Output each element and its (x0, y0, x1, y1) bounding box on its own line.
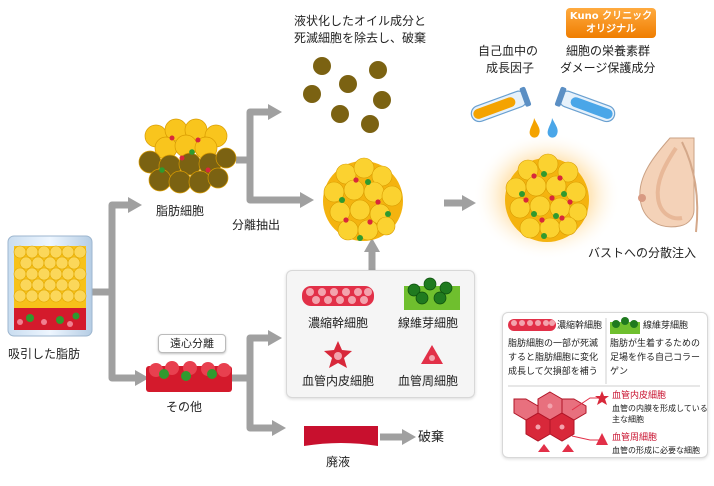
nutrient-tube (554, 86, 616, 123)
kuno-badge-line2: オリジナル (586, 24, 636, 35)
legend-stem-icon (508, 319, 556, 331)
nutrient-line1: 細胞の栄養素群 (566, 44, 651, 58)
box-fibroblast-label: 線維芽細胞 (398, 316, 459, 330)
legend-fibro-desc2: 足場を作る自己コラー (610, 353, 701, 363)
growth-factor-line1: 自己血中の (478, 44, 539, 58)
kuno-badge: Kuno クリニック オリジナル (566, 8, 656, 38)
legend-endo-icon (595, 391, 609, 405)
legend-peri-icon (596, 433, 608, 445)
box-stem-label: 濃縮幹細胞 (308, 316, 369, 330)
legend-stem-desc2: すると脂肪細胞に変化 (508, 353, 599, 363)
box-pericyte-label: 血管周細胞 (398, 374, 459, 388)
fat-cells-cluster (138, 118, 237, 194)
nutrient-line2: ダメージ保護成分 (560, 61, 656, 75)
legend-divider (508, 318, 700, 387)
oil-caption-line1: 液状化したオイル成分と (294, 14, 427, 28)
growth-factor-tube (470, 86, 532, 123)
breast-injection-label: バストへの分散注入 (588, 246, 697, 260)
legend-endo-desc2: 主な細胞 (612, 415, 644, 424)
extracted-cell-ball (323, 157, 403, 241)
legend-stem-desc3: 成長して欠損部を補う (508, 367, 598, 377)
oil-caption-line2: 死滅細胞を除去し、破棄 (294, 31, 427, 45)
legend-peri-title: 血管周細胞 (612, 433, 658, 443)
legend-peri-desc: 血管の形成に必要な細胞 (612, 446, 700, 455)
kuno-badge-line1: Kuno クリニック (569, 11, 653, 22)
aspirated-fat-label: 吸引した脂肪 (8, 347, 81, 361)
pericyte-icon (421, 345, 443, 364)
dead-cells-dots (303, 57, 391, 133)
legend-stem-desc1: 脂肪細胞の一部が死滅 (508, 339, 599, 349)
growth-factor-line2: 成長因子 (486, 61, 535, 75)
legend-endo-desc1: 血管の内膜を形成している (612, 404, 708, 413)
legend-stem-title: 濃縮幹細胞 (557, 321, 603, 331)
other-label: その他 (166, 400, 203, 414)
legend-fibro-title: 線維芽細胞 (643, 321, 689, 331)
breast-illustration (638, 137, 699, 233)
legend-fibro-icon (610, 317, 640, 334)
discard-label: 破棄 (418, 430, 445, 445)
drops-icon (529, 118, 558, 138)
legend-fibro-desc1: 脂肪が生着するための (610, 339, 701, 349)
fibroblast-icon (404, 277, 460, 310)
separation-extraction-label: 分離抽出 (232, 218, 281, 232)
stem-cells-icon (302, 286, 374, 306)
aspirated-fat-jar (7, 235, 93, 337)
other-cells-layer (146, 361, 232, 392)
fat-cells-label: 脂肪細胞 (156, 204, 205, 218)
waste-liquid-bar (304, 426, 378, 446)
waste-liquid-label: 廃液 (326, 455, 351, 469)
box-endothelial-label: 血管内皮細胞 (302, 374, 375, 388)
endothelial-icon (324, 341, 352, 368)
centrifuge-label: 遠心分離 (158, 334, 226, 353)
enriched-cell-ball (473, 132, 621, 260)
legend-endo-title: 血管内皮細胞 (612, 391, 667, 401)
legend-fibro-desc3: ゲン (610, 367, 629, 377)
